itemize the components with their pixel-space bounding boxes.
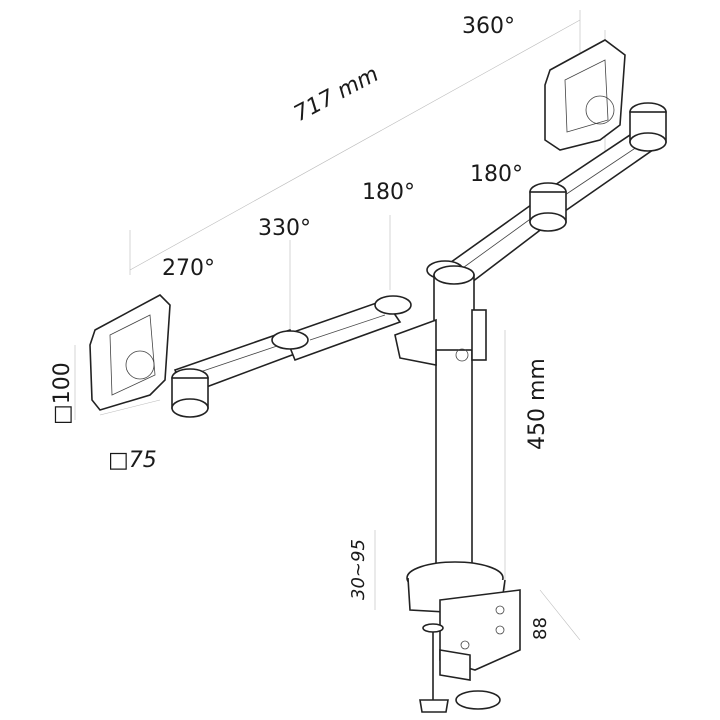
pole bbox=[394, 265, 487, 591]
angle-left-screen: 270° bbox=[162, 256, 215, 281]
dimension-pole-height: 450 mm bbox=[525, 358, 550, 450]
right-vesa-plate bbox=[544, 39, 626, 151]
dimension-vesa-small: □75 bbox=[108, 448, 157, 473]
angle-right-elbow: 180° bbox=[470, 162, 523, 187]
dimension-vesa-large: □100 bbox=[50, 362, 75, 425]
left-arm bbox=[171, 295, 412, 418]
angle-left-elbow: 330° bbox=[258, 216, 311, 241]
dimension-clamp-depth: 88 bbox=[530, 617, 551, 640]
angle-top-screen: 360° bbox=[462, 14, 515, 39]
angle-center: 180° bbox=[362, 180, 415, 205]
desk-clamp bbox=[406, 561, 521, 713]
dimension-clamp-range: 30~95 bbox=[348, 539, 369, 600]
dimension-guides bbox=[74, 10, 606, 641]
left-vesa-plate bbox=[89, 294, 171, 411]
